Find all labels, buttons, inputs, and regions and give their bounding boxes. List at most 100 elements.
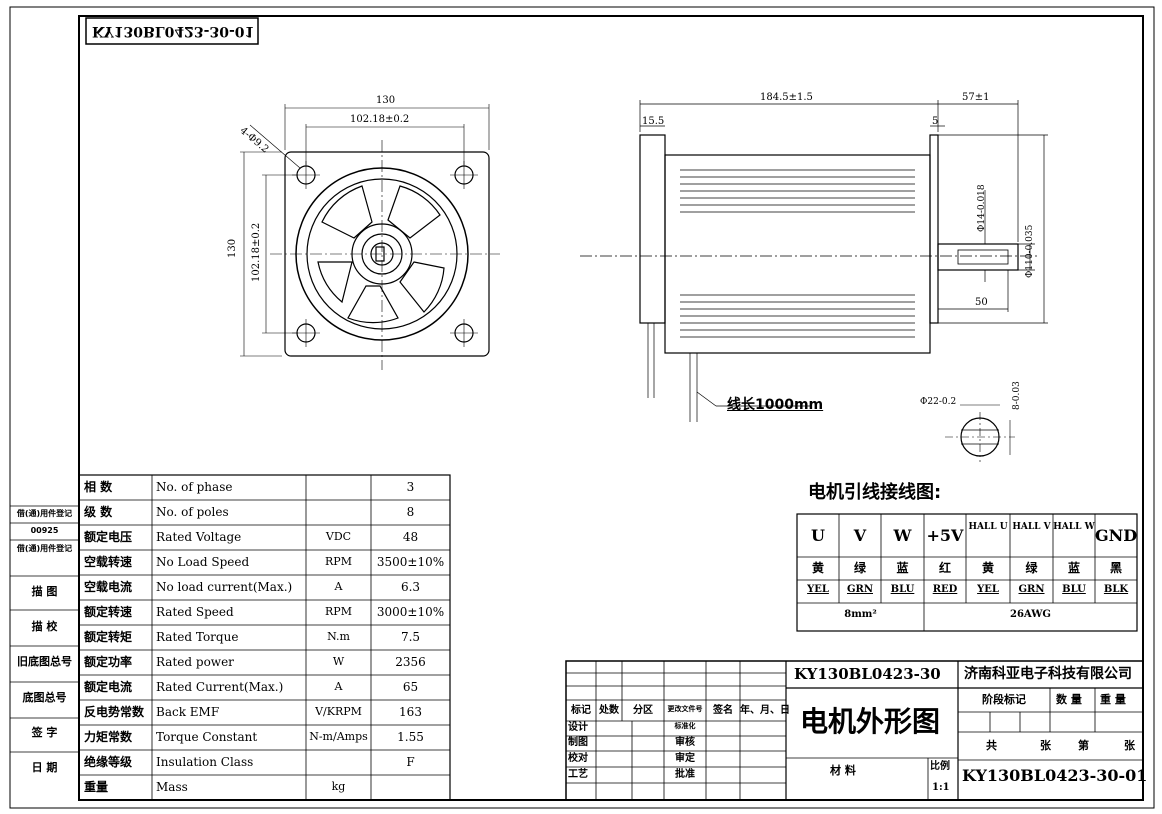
wiring-header: HALL V xyxy=(1012,522,1051,532)
spec-value: 3 xyxy=(406,480,415,494)
spec-unit: N.m xyxy=(327,630,350,643)
spec-name-cn: 重量 xyxy=(84,780,109,794)
spec-name-cn: 相 数 xyxy=(84,480,113,494)
spec-name-en: Torque Constant xyxy=(156,730,258,744)
spec-unit: A xyxy=(334,580,343,593)
title-block-grid xyxy=(565,660,1144,801)
wiring-color-cn: 蓝 xyxy=(1067,561,1080,575)
spec-name-en: Back EMF xyxy=(156,705,220,719)
wiring-color-cn: 黄 xyxy=(811,561,824,575)
spec-name-en: Rated Current(Max.) xyxy=(156,680,284,694)
rev-header: 年、月、日 xyxy=(740,705,790,716)
margin-label: 借(通)用件登记 xyxy=(16,544,73,553)
role-left: 工艺 xyxy=(568,769,588,780)
margin-label: 底图总号 xyxy=(22,691,67,704)
spec-table-grid xyxy=(78,474,451,801)
spec-name-cn: 级 数 xyxy=(84,505,113,519)
spec-name-cn: 空载转速 xyxy=(84,555,133,569)
sheet-no-unit: 张 xyxy=(1124,739,1135,752)
spec-name-en: Insulation Class xyxy=(156,755,254,769)
wiring-header: HALL U xyxy=(968,522,1008,532)
margin-label: 00925 xyxy=(30,526,59,535)
spec-value: F xyxy=(406,755,415,769)
key-width-dim: Φ22-0.2 xyxy=(920,397,957,407)
side-dim-shaft-dia: Φ14-0.018 xyxy=(977,184,987,232)
wiring-color-en: BLU xyxy=(1062,584,1086,595)
spec-unit: A xyxy=(334,680,343,693)
front-dim-overall: 130 xyxy=(376,95,396,106)
wiring-color-en: GRN xyxy=(1018,584,1045,595)
spec-name-en: No Load Speed xyxy=(156,555,250,569)
role-left: 设计 xyxy=(568,722,588,733)
quantity-label: 数 量 xyxy=(1056,693,1082,706)
wiring-color-en: GRN xyxy=(847,584,873,595)
spec-unit: RPM xyxy=(325,605,352,618)
spec-name-en: No. of poles xyxy=(156,505,229,519)
front-dim-pcd: 102.18±0.2 xyxy=(350,114,410,125)
spec-name-cn: 额定转速 xyxy=(84,605,133,619)
wiring-color-cn: 绿 xyxy=(1025,561,1038,575)
spec-value: 48 xyxy=(402,530,419,544)
sheet-total-unit: 张 xyxy=(1040,739,1051,752)
margin-label: 描 校 xyxy=(31,620,58,633)
rev-header: 处数 xyxy=(599,705,619,716)
spec-value: 163 xyxy=(399,705,422,719)
spec-unit: N-m/Amps xyxy=(309,730,368,743)
spec-name-en: No. of phase xyxy=(156,480,233,494)
role-right: 批准 xyxy=(675,769,695,780)
spec-unit: kg xyxy=(331,780,346,793)
front-view xyxy=(240,104,500,370)
role-right: 审定 xyxy=(675,753,695,764)
wire-gauge-awg: 26AWG xyxy=(1010,609,1051,620)
margin-label: 签 字 xyxy=(31,726,58,739)
spec-value: 65 xyxy=(402,680,419,694)
drawing-title: 电机外形图 xyxy=(800,705,941,738)
role-left: 校对 xyxy=(568,753,588,764)
title-company: 济南科亚电子科技有限公司 xyxy=(964,666,1132,682)
spec-unit: VDC xyxy=(325,530,352,543)
spec-name-en: Mass xyxy=(156,780,188,794)
wiring-header: W xyxy=(893,526,912,545)
spec-name-cn: 力矩常数 xyxy=(84,730,133,744)
material-label: 材 料 xyxy=(830,764,856,777)
rev-header: 签名 xyxy=(713,705,733,716)
left-margin-grid xyxy=(10,505,79,753)
wiring-header: +5V xyxy=(926,526,964,545)
spec-name-cn: 反电势常数 xyxy=(84,705,145,719)
wire-gauge-mm: 8mm² xyxy=(844,609,877,620)
spec-name-en: Rated power xyxy=(156,655,234,669)
cable-length-note: 线长1000mm xyxy=(727,397,824,413)
spec-name-en: Rated Torque xyxy=(156,630,239,644)
spec-name-cn: 额定电压 xyxy=(84,530,133,544)
spec-name-cn: 额定功率 xyxy=(84,655,133,669)
scale-label: 比例 xyxy=(930,761,950,772)
side-dim-key-len: 50 xyxy=(975,297,988,308)
title-model: KY130BL0423-30 xyxy=(794,665,941,683)
wiring-header: GND xyxy=(1095,526,1138,545)
wiring-header: V xyxy=(853,526,867,545)
mirrored-drawing-number: KY130BL0423-30-01 xyxy=(92,23,255,39)
spec-name-en: No load current(Max.) xyxy=(156,580,293,594)
drawing-number: KY130BL0423-30-01 xyxy=(962,766,1148,785)
sheet-no: 第 xyxy=(1078,739,1089,752)
spec-name-cn: 额定转矩 xyxy=(84,630,133,644)
spec-unit: V/KRPM xyxy=(315,705,362,718)
wiring-color-cn: 绿 xyxy=(853,561,866,575)
spec-unit: W xyxy=(332,655,345,668)
rev-header: 分区 xyxy=(633,705,653,716)
side-dim-step: 5 xyxy=(932,116,939,127)
spec-value: 2356 xyxy=(395,655,426,669)
sheet-total: 共 xyxy=(986,739,997,752)
wiring-header: U xyxy=(811,526,825,545)
spec-value: 7.5 xyxy=(400,630,421,644)
side-dim-pilot: Φ110-0.035 xyxy=(1025,224,1035,278)
spec-value: 3500±10% xyxy=(376,555,445,569)
spec-value: 6.3 xyxy=(400,580,421,594)
front-dim-pcd-v: 102.18±0.2 xyxy=(251,222,262,282)
rev-header: 标记 xyxy=(571,705,591,716)
front-dim-overall-v: 130 xyxy=(227,238,238,258)
side-dim-shaft: 57±1 xyxy=(962,92,990,103)
weight-label: 重 量 xyxy=(1100,693,1126,706)
side-dim-flange: 15.5 xyxy=(642,116,665,127)
